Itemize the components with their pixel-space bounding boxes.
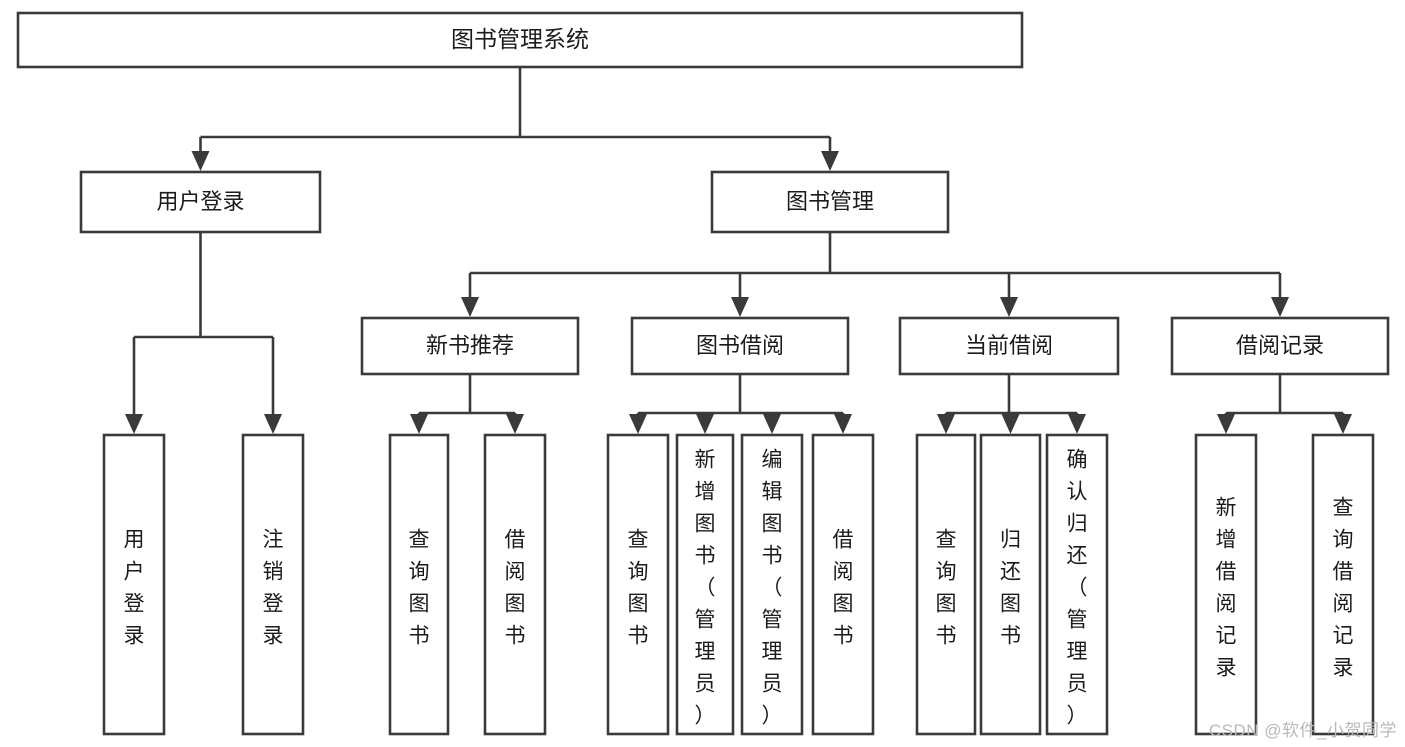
node-leaf-add-borrow-record[interactable]: 新增借阅记录 — [1194, 433, 1258, 736]
node-box-leaf-borrow-book-new — [483, 433, 547, 736]
arrow-head-to-user-login — [191, 151, 210, 171]
nodes-layer: 图书管理系统用户登录图书管理新书推荐图书借阅当前借阅借阅记录用户登录注销登录查询… — [16, 11, 1390, 736]
node-user-login[interactable]: 用户登录 — [79, 170, 322, 234]
node-box-leaf-add-book-admin — [675, 433, 735, 736]
node-label-leaf-edit-book-admin: 编辑图书（管理员） — [762, 449, 783, 728]
arrow-head-to-borrow-record — [1271, 297, 1289, 317]
node-box-borrow-record — [1170, 316, 1390, 376]
arrow-head-to-leaf-edit-book-admin — [763, 414, 781, 434]
node-label-leaf-borrow-book-new: 借阅图书 — [505, 529, 526, 648]
node-box-leaf-query-book-new — [388, 433, 450, 736]
node-label-leaf-logout-login: 注销登录 — [263, 529, 284, 648]
node-label-book-borrow: 图书借阅 — [696, 333, 784, 358]
node-label-leaf-query-book-borrow: 查询图书 — [628, 529, 649, 648]
node-label-leaf-confirm-return-admin: 确认归还（管理员） — [1067, 449, 1088, 728]
node-label-leaf-query-borrow-record: 查询借阅记录 — [1333, 497, 1354, 680]
node-box-leaf-edit-book-admin — [740, 433, 804, 736]
node-box-user-login — [79, 170, 322, 234]
node-label-leaf-add-book-admin: 新增图书（管理员） — [695, 449, 716, 728]
node-label-current-borrow: 当前借阅 — [965, 333, 1053, 358]
node-leaf-logout-login[interactable]: 注销登录 — [241, 433, 305, 736]
node-box-new-book-recommend — [360, 316, 580, 376]
arrow-head-to-leaf-user-login — [125, 414, 143, 434]
arrow-head-to-leaf-add-borrow-record — [1217, 414, 1235, 434]
node-book-borrow[interactable]: 图书借阅 — [630, 316, 850, 376]
node-leaf-return-book[interactable]: 归还图书 — [979, 433, 1042, 736]
node-leaf-confirm-return-admin[interactable]: 确认归还（管理员） — [1045, 433, 1109, 736]
node-box-leaf-user-login — [102, 433, 166, 736]
arrow-head-to-leaf-return-book — [1001, 414, 1020, 434]
node-label-leaf-query-book-current: 查询图书 — [936, 529, 957, 648]
arrow-head-to-leaf-logout-login — [264, 414, 282, 434]
node-label-root: 图书管理系统 — [451, 26, 589, 52]
node-label-leaf-return-book: 归还图书 — [1000, 529, 1021, 648]
node-root[interactable]: 图书管理系统 — [16, 11, 1024, 69]
arrow-head-to-book-borrow — [731, 297, 749, 317]
node-leaf-query-book-borrow[interactable]: 查询图书 — [606, 433, 670, 736]
node-box-book-manage — [710, 170, 950, 234]
node-leaf-query-book-new[interactable]: 查询图书 — [388, 433, 450, 736]
arrow-head-to-current-borrow — [1000, 297, 1018, 317]
node-label-user-login: 用户登录 — [156, 189, 244, 214]
node-box-leaf-query-book-borrow — [606, 433, 670, 736]
node-label-leaf-add-borrow-record: 新增借阅记录 — [1216, 497, 1237, 680]
node-box-leaf-query-borrow-record — [1311, 433, 1375, 736]
node-box-leaf-add-borrow-record — [1194, 433, 1258, 736]
arrow-head-to-leaf-query-book-borrow — [629, 414, 647, 434]
node-leaf-borrow-book[interactable]: 借阅图书 — [811, 433, 875, 736]
node-box-leaf-borrow-book — [811, 433, 875, 736]
node-label-book-manage: 图书管理 — [786, 189, 874, 214]
node-box-book-borrow — [630, 316, 850, 376]
arrow-head-to-leaf-query-book-current — [937, 414, 955, 434]
node-leaf-query-book-current[interactable]: 查询图书 — [915, 433, 977, 736]
node-new-book-recommend[interactable]: 新书推荐 — [360, 316, 580, 376]
node-label-leaf-user-login: 用户登录 — [124, 529, 145, 648]
node-label-borrow-record: 借阅记录 — [1236, 333, 1324, 358]
arrow-head-to-leaf-query-borrow-record — [1334, 414, 1352, 434]
node-leaf-add-book-admin[interactable]: 新增图书（管理员） — [675, 433, 735, 736]
arrow-head-to-leaf-borrow-book-new — [506, 414, 524, 434]
node-label-leaf-query-book-new: 查询图书 — [409, 529, 430, 648]
node-label-leaf-borrow-book: 借阅图书 — [833, 529, 854, 648]
connectors-layer — [125, 67, 1352, 434]
arrow-head-to-leaf-add-book-admin — [696, 414, 714, 434]
node-borrow-record[interactable]: 借阅记录 — [1170, 316, 1390, 376]
node-box-current-borrow — [898, 316, 1120, 376]
arrow-head-to-new-book-recommend — [461, 297, 479, 317]
node-leaf-user-login[interactable]: 用户登录 — [102, 433, 166, 736]
node-box-root — [16, 11, 1024, 69]
node-box-leaf-confirm-return-admin — [1045, 433, 1109, 736]
node-book-manage[interactable]: 图书管理 — [710, 170, 950, 234]
node-leaf-edit-book-admin[interactable]: 编辑图书（管理员） — [740, 433, 804, 736]
node-current-borrow[interactable]: 当前借阅 — [898, 316, 1120, 376]
node-leaf-borrow-book-new[interactable]: 借阅图书 — [483, 433, 547, 736]
node-box-leaf-return-book — [979, 433, 1042, 736]
node-label-new-book-recommend: 新书推荐 — [426, 333, 514, 358]
arrow-head-to-leaf-query-book-new — [410, 414, 428, 434]
arrow-head-to-book-manage — [821, 151, 839, 171]
node-box-leaf-query-book-current — [915, 433, 977, 736]
node-box-leaf-logout-login — [241, 433, 305, 736]
arrow-head-to-leaf-confirm-return-admin — [1068, 414, 1086, 434]
arrow-head-to-leaf-borrow-book — [834, 414, 852, 434]
node-leaf-query-borrow-record[interactable]: 查询借阅记录 — [1311, 433, 1375, 736]
